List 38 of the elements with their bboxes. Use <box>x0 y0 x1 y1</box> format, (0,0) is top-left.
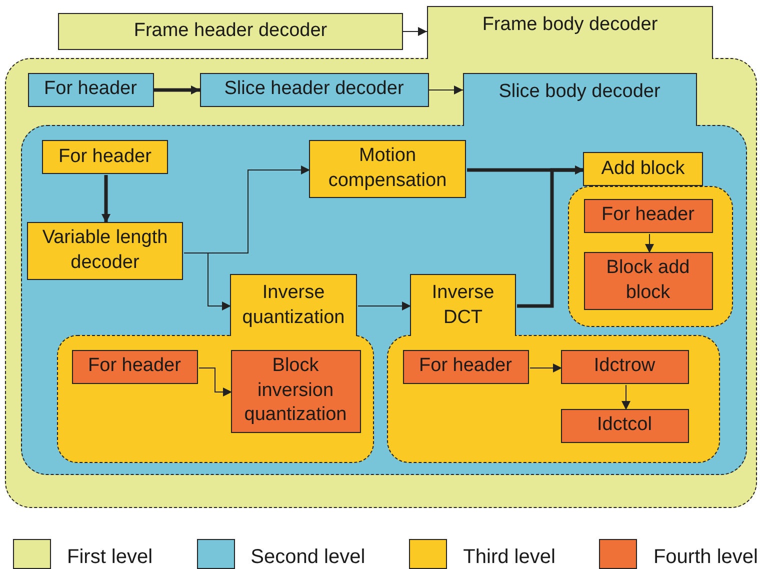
process-box: Add block <box>583 152 703 186</box>
arrow <box>154 86 200 94</box>
arrow <box>517 166 584 308</box>
process-box: For header <box>42 140 168 174</box>
tabbed-group <box>5 6 757 508</box>
process-box: For header <box>28 72 154 106</box>
legend-label: Fourth level <box>653 545 758 569</box>
group-heading-tab: Slice body decoder <box>462 72 696 126</box>
process-box: Idctcol <box>560 408 688 442</box>
arrow <box>622 384 630 410</box>
legend-label: Third level <box>463 545 556 569</box>
tabbed-group <box>20 72 746 474</box>
arrow <box>184 252 232 310</box>
process-box: Block inversion quantization <box>230 350 360 432</box>
process-box: For header <box>72 350 198 384</box>
group-heading-tab: Inverse DCT <box>410 274 516 336</box>
process-box: Block add block <box>584 252 712 310</box>
process-box: For header <box>584 198 712 232</box>
arrow <box>358 302 412 310</box>
arrow <box>645 234 654 254</box>
group-heading-tab: Inverse quantization <box>230 274 357 336</box>
legend-label: Second level <box>250 545 366 569</box>
group-heading-tab: Frame body decoder <box>427 6 713 59</box>
process-box: Motion compensation <box>309 140 466 198</box>
arrow <box>428 86 464 94</box>
arrow <box>102 175 110 223</box>
process-box: For header <box>402 350 528 384</box>
arrow <box>402 27 428 36</box>
arrow <box>530 364 562 372</box>
tabbed-group <box>387 274 720 463</box>
dashed-group <box>568 186 733 327</box>
process-box: Variable length decoder <box>27 222 183 280</box>
arrow <box>198 368 232 396</box>
process-box: Slice header decoder <box>200 72 428 106</box>
process-box: Frame header decoder <box>58 13 403 50</box>
tabbed-group <box>57 274 374 463</box>
process-box: Idctrow <box>560 350 688 384</box>
legend-label: First level <box>67 545 153 569</box>
